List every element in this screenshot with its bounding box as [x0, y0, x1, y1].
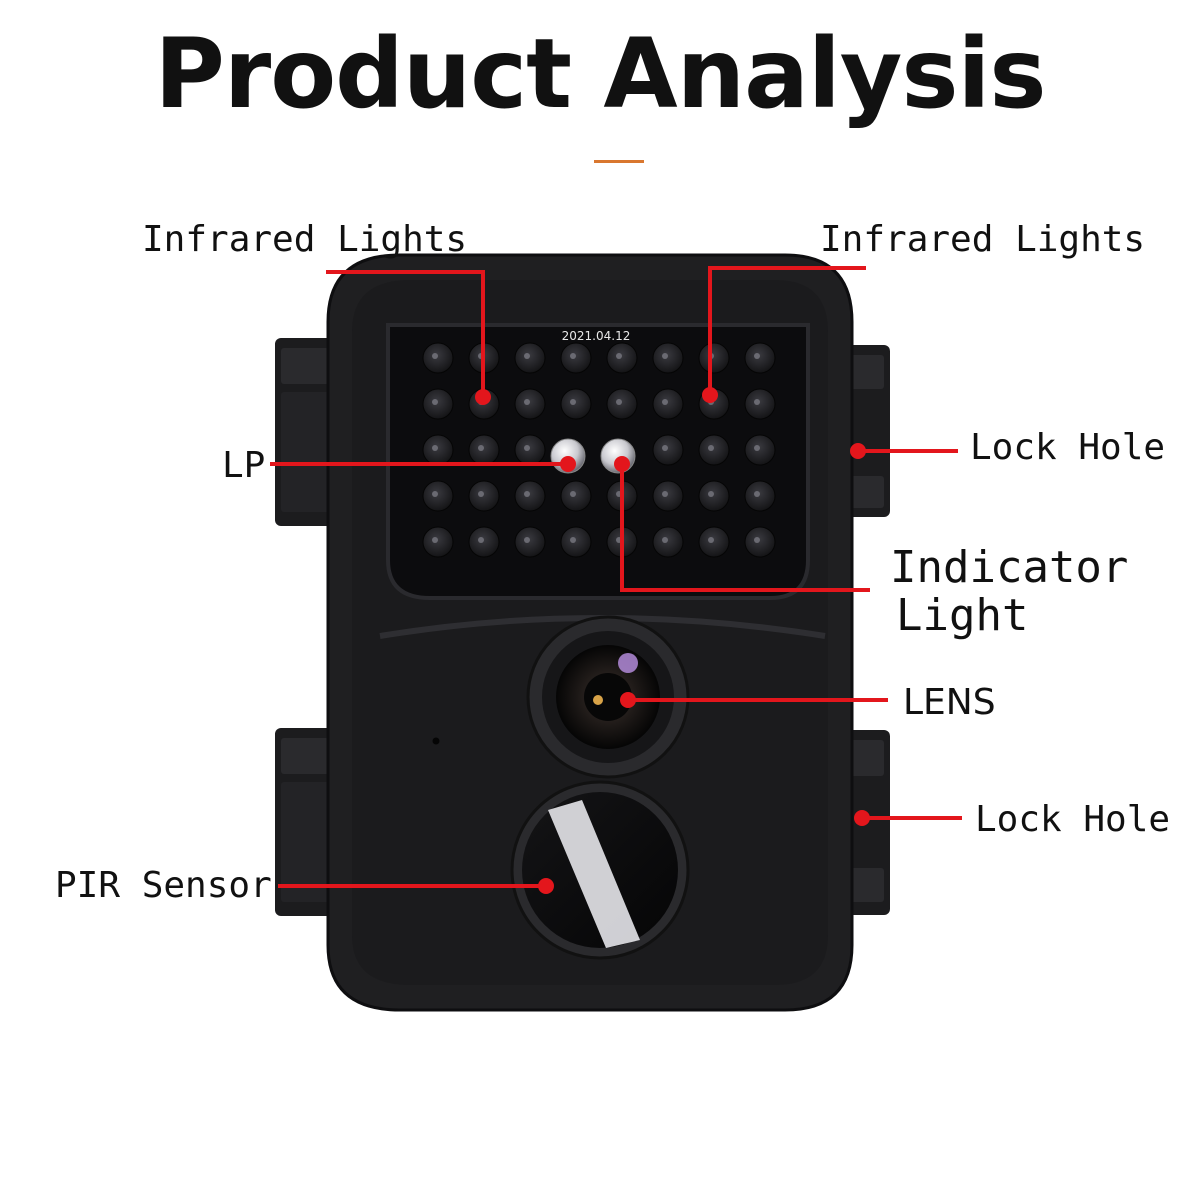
ir-led [560, 526, 592, 558]
ir-led-highlight [478, 445, 484, 451]
ir-led [744, 342, 776, 374]
callout-dot-lock-hole-bottom [854, 810, 870, 826]
label-infrared-lights-left: Infrared Lights [142, 219, 468, 260]
ir-led-highlight [570, 399, 576, 405]
date-stamp: 2021.04.12 [562, 329, 631, 343]
microphone-hole [432, 737, 440, 745]
ir-led [560, 480, 592, 512]
ir-led [652, 388, 684, 420]
callout-dot-pir [538, 878, 554, 894]
ir-led-highlight [662, 353, 668, 359]
ir-led-highlight [524, 399, 530, 405]
ir-led-highlight [662, 445, 668, 451]
ir-led [698, 526, 730, 558]
callouts [270, 266, 962, 888]
label-lock-hole-top: Lock Hole [970, 427, 1166, 468]
ir-led-highlight [432, 399, 438, 405]
ir-led [514, 480, 546, 512]
ir-led [422, 480, 454, 512]
ir-led [744, 434, 776, 466]
ir-led-highlight [524, 537, 530, 543]
callout-infrared-left [326, 270, 485, 397]
ir-led [560, 342, 592, 374]
ir-led-highlight [754, 491, 760, 497]
lens-assembly [526, 615, 690, 779]
callout-dot-lock-hole-top [850, 443, 866, 459]
callout-dot-infrared-right [702, 387, 718, 403]
ir-led [698, 434, 730, 466]
ir-led-highlight [570, 353, 576, 359]
label-lp: LP [222, 445, 266, 486]
ir-led [514, 388, 546, 420]
ir-led [744, 480, 776, 512]
ir-led [652, 480, 684, 512]
ir-led-highlight [616, 353, 622, 359]
ir-led-highlight [478, 537, 484, 543]
ir-led [744, 526, 776, 558]
ir-led [468, 526, 500, 558]
label-indicator-line1: Indicator [890, 542, 1129, 593]
ir-led [606, 342, 638, 374]
ir-led [560, 388, 592, 420]
ir-led [422, 434, 454, 466]
left-strap [275, 338, 335, 916]
callout-dot-infrared-left [475, 389, 491, 405]
ir-led [468, 480, 500, 512]
ir-led-highlight [524, 445, 530, 451]
callout-infrared-right [708, 266, 866, 395]
ir-led-highlight [570, 537, 576, 543]
callout-indicator [620, 464, 870, 592]
ir-led-highlight [432, 491, 438, 497]
ir-led [652, 526, 684, 558]
ir-led-highlight [662, 491, 668, 497]
ir-led-highlight [754, 537, 760, 543]
ir-led [514, 526, 546, 558]
ir-led-highlight [708, 491, 714, 497]
ir-led-highlight [478, 491, 484, 497]
ir-led [514, 434, 546, 466]
ir-led [422, 526, 454, 558]
ir-led-highlight [754, 353, 760, 359]
ir-led-highlight [432, 537, 438, 543]
callout-dot-lp [560, 456, 576, 472]
ir-led [744, 388, 776, 420]
callout-dot-lens [620, 692, 636, 708]
title-accent-line [594, 160, 644, 163]
ir-led-highlight [754, 445, 760, 451]
ir-led-highlight [432, 445, 438, 451]
ir-led-highlight [662, 537, 668, 543]
ir-led [422, 342, 454, 374]
ir-led [698, 342, 730, 374]
label-lock-hole-bottom: Lock Hole [975, 799, 1171, 840]
ir-led-highlight [662, 399, 668, 405]
ir-led-highlight [570, 491, 576, 497]
label-indicator-line2: Light [896, 590, 1029, 641]
ir-led-highlight [708, 537, 714, 543]
ir-led-highlight [708, 445, 714, 451]
pir-sensor [510, 780, 690, 960]
label-infrared-lights-right: Infrared Lights [820, 219, 1146, 260]
ir-led [698, 480, 730, 512]
callout-dots [475, 387, 870, 894]
ir-led [468, 434, 500, 466]
ir-led [422, 388, 454, 420]
label-lens: LENS [903, 682, 996, 723]
label-pir-sensor: PIR Sensor [55, 865, 272, 906]
ir-led [606, 388, 638, 420]
right-strap [842, 345, 890, 915]
ir-led [652, 342, 684, 374]
ir-led [514, 342, 546, 374]
ir-led-highlight [432, 353, 438, 359]
ir-led-highlight [524, 353, 530, 359]
ir-led [652, 434, 684, 466]
ir-led-highlight [616, 399, 622, 405]
callout-dot-indicator [614, 456, 630, 472]
page-title: Product Analysis [154, 18, 1046, 130]
ir-led-highlight [754, 399, 760, 405]
ir-led-highlight [524, 491, 530, 497]
